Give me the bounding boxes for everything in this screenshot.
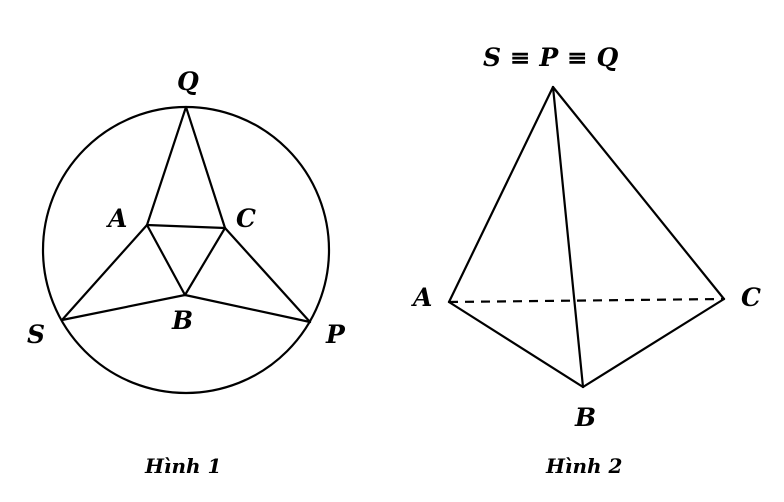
edge-B-C-solid	[581, 297, 726, 389]
label-B: B	[574, 403, 596, 432]
edge-Q-C	[184, 105, 227, 230]
edge-C-B	[183, 226, 227, 297]
edge-A-C-hidden	[448, 297, 725, 304]
figure-2: S ≡ P ≡ Q A C B Hình 2	[411, 43, 761, 478]
label-Q: Q	[177, 67, 199, 96]
label-B: B	[171, 306, 193, 335]
edge-A-B	[145, 223, 187, 297]
label-S: S	[27, 320, 45, 349]
caption-figure-1: Hình 1	[144, 454, 221, 478]
label-P: P	[325, 320, 346, 349]
edge-apex-A	[447, 85, 555, 304]
circumscribed-circle	[41, 105, 331, 395]
label-C: C	[741, 283, 761, 312]
label-A: A	[106, 204, 127, 233]
edge-B-P	[183, 293, 312, 324]
caption-figure-2: Hình 2	[545, 454, 623, 478]
label-A: A	[411, 283, 432, 312]
edge-C-P	[223, 226, 312, 324]
edge-A-C	[145, 223, 227, 230]
edge-Q-A	[145, 105, 188, 227]
label-C: C	[236, 204, 256, 233]
edge-apex-B	[551, 85, 585, 389]
edge-apex-C	[551, 85, 726, 301]
figure-1: Q A C S B P Hình 1	[27, 67, 346, 478]
edge-S-B	[60, 293, 187, 322]
label-apex: S ≡ P ≡ Q	[483, 43, 619, 72]
edge-A-S	[60, 223, 149, 322]
edge-A-B-solid	[447, 300, 585, 389]
